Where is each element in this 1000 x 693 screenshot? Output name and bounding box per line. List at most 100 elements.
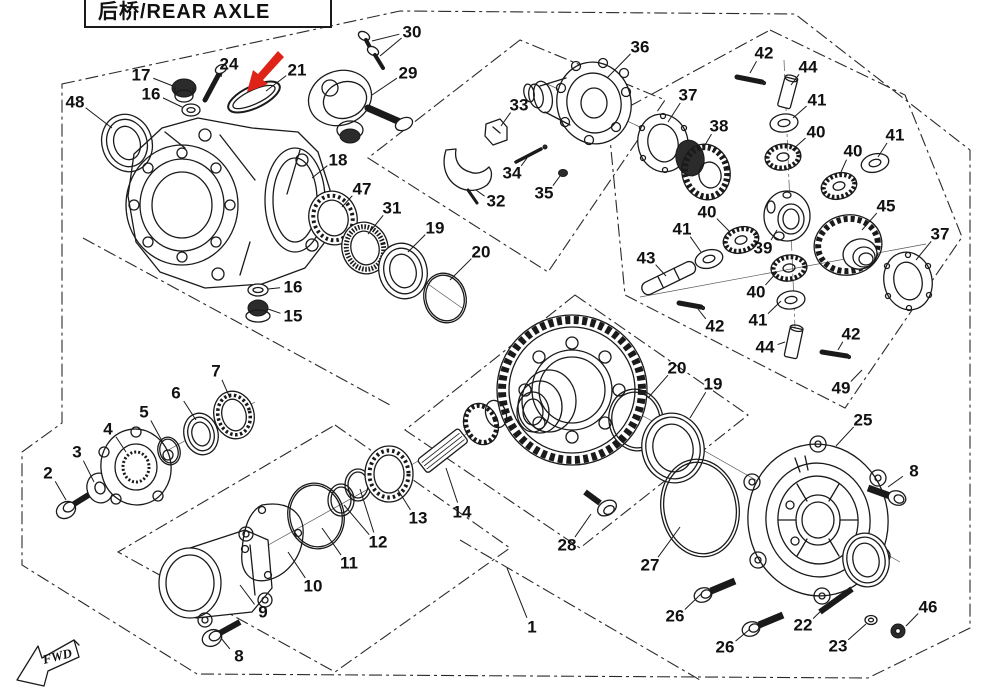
callout-19: 19	[426, 219, 445, 238]
outline-group-differential-49	[607, 29, 963, 409]
callout-38: 38	[710, 117, 729, 136]
part-ring-gear	[496, 314, 648, 466]
leader-line-22	[812, 605, 827, 619]
callout-37: 37	[679, 86, 698, 105]
leader-line-33	[500, 112, 511, 127]
callout-13: 13	[409, 509, 428, 528]
callout-42: 42	[842, 325, 861, 344]
callout-14: 14	[453, 503, 472, 522]
leader-line-19	[689, 392, 707, 419]
callout-42: 42	[755, 44, 774, 63]
leader-line-28	[574, 513, 592, 538]
part-pinion-gears-40	[722, 143, 858, 282]
leader-line-47	[341, 195, 353, 208]
part-oring-11	[287, 482, 345, 550]
leader-line-8	[887, 475, 904, 488]
part-actuator-29	[307, 69, 414, 144]
leader-line-34	[520, 157, 528, 167]
part-housing-18	[125, 117, 331, 289]
leader-line-11	[321, 527, 342, 556]
callout-15: 15	[284, 307, 303, 326]
part-seal-19-left	[378, 242, 428, 300]
part-bolt-8-right	[866, 484, 907, 506]
leader-line-40	[840, 159, 848, 173]
leader-line-18	[311, 165, 328, 179]
part-spider-39	[763, 190, 811, 242]
part-washer-16-top	[181, 103, 201, 117]
leader-line-46	[905, 613, 919, 627]
callout-12: 12	[369, 533, 388, 552]
callout-42: 42	[706, 317, 725, 336]
callout-41: 41	[673, 220, 692, 239]
leader-line-20	[647, 374, 669, 399]
part-pin-35	[558, 169, 568, 177]
leader-line-3	[82, 460, 95, 483]
part-side-gear-38	[675, 139, 731, 201]
callout-1: 1	[527, 618, 536, 637]
leader-line-40	[765, 271, 778, 286]
part-rod-34	[514, 144, 548, 164]
part-bearing-13	[364, 445, 414, 503]
callout-3: 3	[72, 443, 81, 462]
leader-line-37	[915, 241, 932, 261]
callout-26: 26	[666, 607, 685, 626]
leader-line-23	[847, 623, 867, 641]
callout-22: 22	[794, 616, 813, 635]
part-seal-48	[100, 113, 154, 173]
callout-24: 24	[220, 55, 239, 74]
leader-line-42	[837, 341, 844, 351]
part-washer-16-lower	[247, 283, 269, 297]
callout-36: 36	[631, 38, 650, 57]
leader-line-42	[697, 308, 707, 320]
callout-30: 30	[403, 23, 422, 42]
part-seal-6-right	[842, 532, 890, 588]
part-side-gear-45	[813, 214, 883, 276]
part-nut-46	[890, 623, 906, 639]
part-pins-42	[676, 74, 852, 360]
callout-37: 37	[931, 225, 950, 244]
leader-line-42	[749, 60, 757, 74]
part-bolt-24	[202, 63, 228, 103]
leader-line-38	[701, 133, 712, 151]
page-title: 后桥/REAR AXLE	[98, 1, 271, 23]
leader-line-32	[475, 189, 485, 197]
part-oring-5	[157, 436, 181, 466]
callout-35: 35	[535, 184, 554, 203]
part-carrier-9	[158, 526, 273, 628]
leader-line-36	[606, 53, 631, 79]
callout-16: 16	[142, 85, 161, 104]
callout-16: 16	[284, 278, 303, 297]
part-diff-case-36	[523, 57, 632, 146]
leader-line-31	[367, 215, 384, 235]
callout-40: 40	[844, 142, 863, 161]
part-pinion-shaft-14	[417, 399, 508, 473]
leader-line-19	[407, 234, 426, 253]
outline-group-ringgear	[404, 294, 749, 549]
leader-line-20	[449, 258, 472, 281]
leader-line-17	[153, 77, 174, 87]
callout-19: 19	[704, 375, 723, 394]
part-seal-6-left	[183, 412, 219, 456]
callout-39: 39	[754, 239, 773, 258]
leader-line-26	[735, 628, 751, 642]
callout-6: 6	[171, 384, 180, 403]
callout-10: 10	[304, 577, 323, 596]
leader-line-14	[445, 467, 459, 503]
leader-line-37	[667, 102, 681, 123]
leader-line-13	[397, 489, 411, 511]
callout-48: 48	[66, 93, 85, 112]
red-pointer-arrow	[247, 51, 284, 92]
fwd-label: FWD	[40, 645, 74, 667]
part-flange-37-right	[883, 251, 933, 312]
separator-line-left	[82, 237, 391, 406]
leader-line-16	[162, 97, 183, 108]
part-bolt-28	[583, 489, 617, 517]
callout-4: 4	[103, 420, 113, 439]
callout-18: 18	[329, 151, 348, 170]
leader-line-21	[265, 75, 287, 92]
callout-27: 27	[641, 556, 660, 575]
callout-31: 31	[383, 199, 402, 218]
callout-34: 34	[503, 164, 522, 183]
part-stud-22	[818, 586, 854, 615]
